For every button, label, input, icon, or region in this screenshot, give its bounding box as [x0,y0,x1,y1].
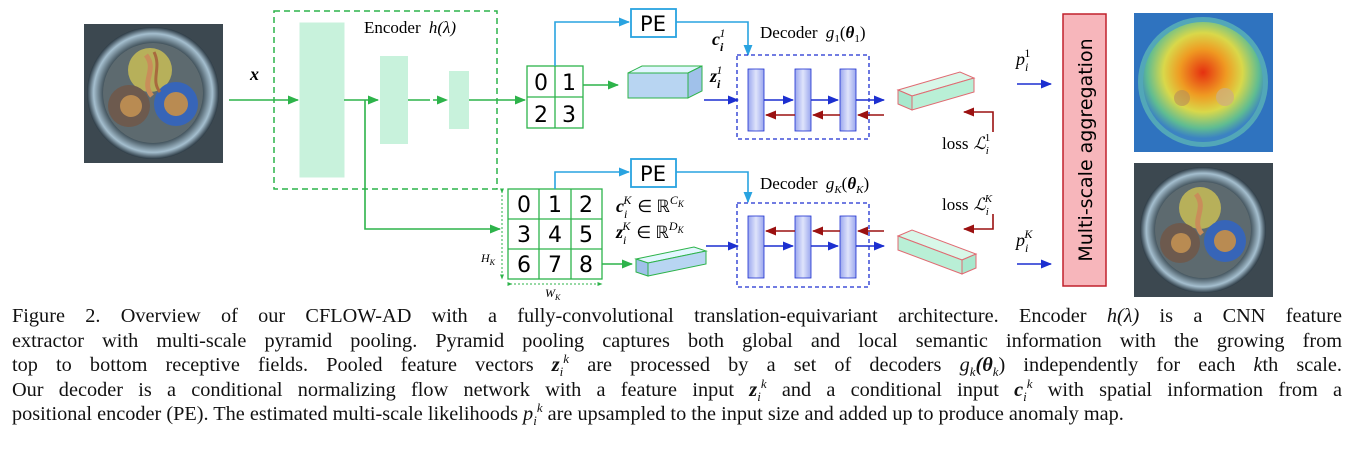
grid-large-cell: 3 [517,223,531,248]
grid-large-cell: 6 [517,253,531,278]
architecture-diagram: x Encoder h(λ) 0 1 2 3 PE [84,8,1273,300]
caption-line-3: top to bottom receptive fields. Pooled f… [12,351,1342,380]
feature-vector-top [627,65,703,99]
pe-top-arrow-in [554,17,631,66]
decoder-bottom-block-3 [839,215,857,279]
caption-line-4: Our decoder is a conditional normalizing… [12,376,1342,404]
caption-line-1: Figure 2. Overview of our CFLOW-AD with … [12,305,1342,327]
grid-large-cell: 5 [579,223,593,248]
decoder-top-block-3 [839,68,857,132]
anomaly-map-image [1134,13,1273,152]
caption-line-5: positional encoder (PE). The estimated m… [12,400,1124,429]
pe-top-box [630,8,677,38]
decoder-top-label: Decoder g1(θ1) [760,23,866,45]
encoder: Encoder h(λ) [273,10,498,190]
pe-top-arrow-out [676,21,753,57]
pe-top-label: PE [640,12,666,36]
grid-small-cell: 1 [562,71,576,96]
p-top-label: pi1 [1014,46,1030,74]
grid-large-cell: 7 [548,253,562,278]
encoder-block-3 [449,71,469,129]
grid-small: 0 1 2 3 [526,65,584,129]
z-bottom-label: ziK∈ ℝDK [615,219,685,247]
pe-bottom-box [630,158,677,188]
grid-large-cell: 2 [579,193,593,218]
encoder-block-2 [380,56,408,144]
aggregation-label: Multi-scale aggregation [1075,38,1097,261]
loss-bottom-arrow [962,214,994,234]
grid-large-cell: 1 [548,193,562,218]
encoder-label: Encoder h(λ) [364,18,456,37]
decoder-top-block-1 [747,68,765,132]
grid-large-cell: 0 [517,193,531,218]
caption-line-2: extractor with multi-scale pyramid pooli… [12,329,1342,352]
c-top-label: ci1 [712,26,725,54]
decoder-bottom-block-2 [794,215,812,279]
grid-large-cell: 4 [548,223,562,248]
pe-bottom-arrow-out [676,171,753,204]
pe-bottom-label: PE [640,162,666,186]
feature-vector-bottom [634,246,708,277]
loss-top-arrow [962,107,994,132]
output-vector-top [896,71,976,111]
z-top-label: zi1 [709,63,722,91]
decoder-bottom-block-1 [747,215,765,279]
grid-small-cell: 3 [562,103,576,128]
height-label: HK [480,251,496,267]
c-bottom-label: ciK∈ ℝCK [616,193,685,221]
decoder-top [736,54,886,140]
decoder-bottom-label: Decoder gK(θK) [760,174,869,196]
aggregation-box: Multi-scale aggregation [1062,13,1107,287]
figure-caption: Figure 2. Overview of our CFLOW-AD with … [12,304,1342,427]
grid-large-cell: 8 [579,253,593,278]
p-bottom-label: piK [1014,227,1033,255]
grid-large: 0 1 2 3 4 5 6 7 8 [507,188,603,280]
decoder-top-block-2 [794,68,812,132]
decoder-bottom [736,202,886,288]
grid-small-cell: 2 [534,103,548,128]
input-image [84,24,223,163]
grid-small-cell: 0 [534,71,548,96]
input-x-label: x [249,64,259,84]
branch-arrow [364,100,502,234]
encoder-block-1 [299,22,345,178]
width-label: WK [545,286,561,300]
ground-truth-image [1134,163,1273,297]
pe-bottom-arrow-in [554,167,631,189]
output-vector-bottom [896,229,978,275]
